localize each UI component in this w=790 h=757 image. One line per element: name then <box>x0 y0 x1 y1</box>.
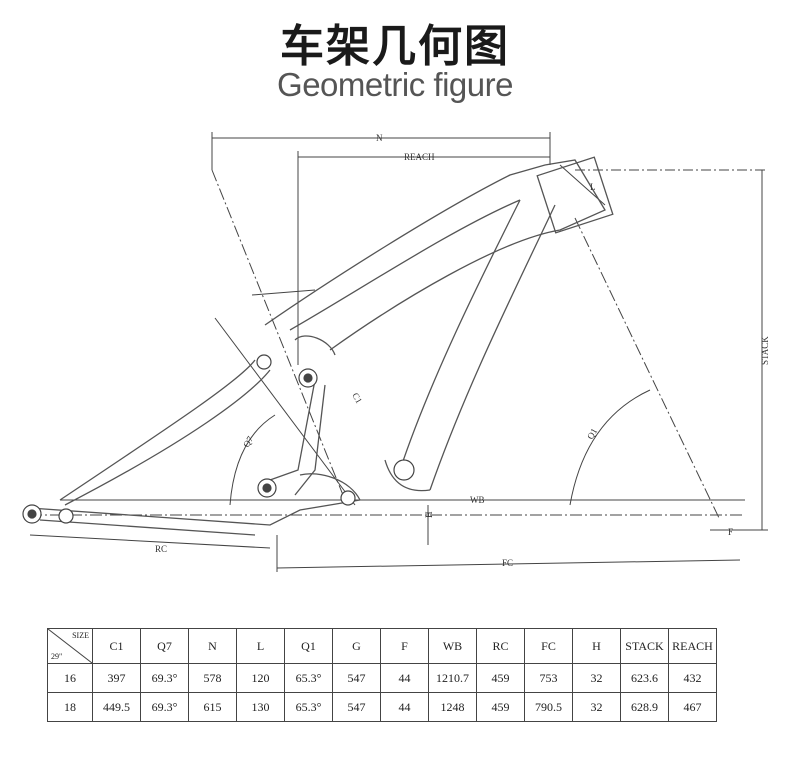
table-cell: 1248 <box>428 692 477 722</box>
table-cell: 44 <box>380 692 429 722</box>
table-header: Q7 <box>140 628 189 664</box>
table-header: L <box>236 628 285 664</box>
dim-fc-line <box>276 559 741 569</box>
table-cell: 65.3° <box>284 663 333 693</box>
label-c1: C1 <box>350 391 364 405</box>
bb-shell <box>393 459 415 481</box>
table-row: 18 449.5 69.3° 615 130 65.3° 547 44 1248… <box>47 692 717 722</box>
table-cell: 1210.7 <box>428 663 477 693</box>
corner-size-label: SIZE <box>72 631 89 640</box>
table-header: H <box>572 628 621 664</box>
label-reach: REACH <box>404 152 435 162</box>
table-cell: 130 <box>236 692 285 722</box>
table-cell: 65.3° <box>284 692 333 722</box>
geometry-table: SIZE 29" C1 Q7 N L Q1 G F WB RC FC H STA… <box>47 628 717 722</box>
pivot-chainstay <box>58 508 74 524</box>
table-header: WB <box>428 628 477 664</box>
angle-q7-arc <box>229 414 276 506</box>
table-header: Q1 <box>284 628 333 664</box>
angle-q1-arc <box>569 389 651 506</box>
table-cell: 623.6 <box>620 663 669 693</box>
table-header: N <box>188 628 237 664</box>
table-cell: 397 <box>92 663 141 693</box>
table-cell: 578 <box>188 663 237 693</box>
table-cell: 615 <box>188 692 237 722</box>
table-size-cell: 16 <box>47 663 93 693</box>
table-cell: 547 <box>332 663 381 693</box>
label-l: L <box>590 182 596 192</box>
table-cell: 69.3° <box>140 663 189 693</box>
table-header: REACH <box>668 628 717 664</box>
frame-outline <box>29 156 614 536</box>
pivot-rocker <box>256 354 272 370</box>
table-header: RC <box>476 628 525 664</box>
table-size-cell: 18 <box>47 692 93 722</box>
label-fc: FC <box>502 558 513 568</box>
table-cell: 449.5 <box>92 692 141 722</box>
corner-wheel-label: 29" <box>51 652 63 661</box>
table-row: 16 397 69.3° 578 120 65.3° 547 44 1210.7… <box>47 663 717 693</box>
table-cell: 32 <box>572 663 621 693</box>
table-cell: 32 <box>572 692 621 722</box>
label-n: N <box>376 133 383 143</box>
table-header-row: SIZE 29" C1 Q7 N L Q1 G F WB RC FC H STA… <box>47 628 717 664</box>
table-cell: 628.9 <box>620 692 669 722</box>
table-cell: 790.5 <box>524 692 573 722</box>
title-english: Geometric figure <box>277 66 513 103</box>
dim-rc-line <box>29 534 271 549</box>
label-h: H <box>424 511 434 518</box>
table-cell: 459 <box>476 663 525 693</box>
table-cell: 69.3° <box>140 692 189 722</box>
table-corner-cell: SIZE 29" <box>47 628 93 664</box>
frame-geometry-drawing: N REACH STACK L C1 Q7 Q1 H WB RC FC F <box>22 132 770 572</box>
table-cell: 753 <box>524 663 573 693</box>
label-q1: Q1 <box>585 426 599 441</box>
label-wb: WB <box>470 495 485 505</box>
table-header: F <box>380 628 429 664</box>
label-rc: RC <box>155 544 167 554</box>
label-q7: Q7 <box>241 434 255 449</box>
table-cell: 467 <box>668 692 717 722</box>
label-f: F <box>728 527 733 537</box>
table-header: FC <box>524 628 573 664</box>
label-stack: STACK <box>760 336 770 365</box>
table-cell: 44 <box>380 663 429 693</box>
pivot-lower <box>340 490 356 506</box>
table-cell: 547 <box>332 692 381 722</box>
table-cell: 120 <box>236 663 285 693</box>
table-header: C1 <box>92 628 141 664</box>
table-cell: 459 <box>476 692 525 722</box>
table-header: G <box>332 628 381 664</box>
table-header: STACK <box>620 628 669 664</box>
title-chinese: 车架几何图 <box>280 21 510 72</box>
table-cell: 432 <box>668 663 717 693</box>
